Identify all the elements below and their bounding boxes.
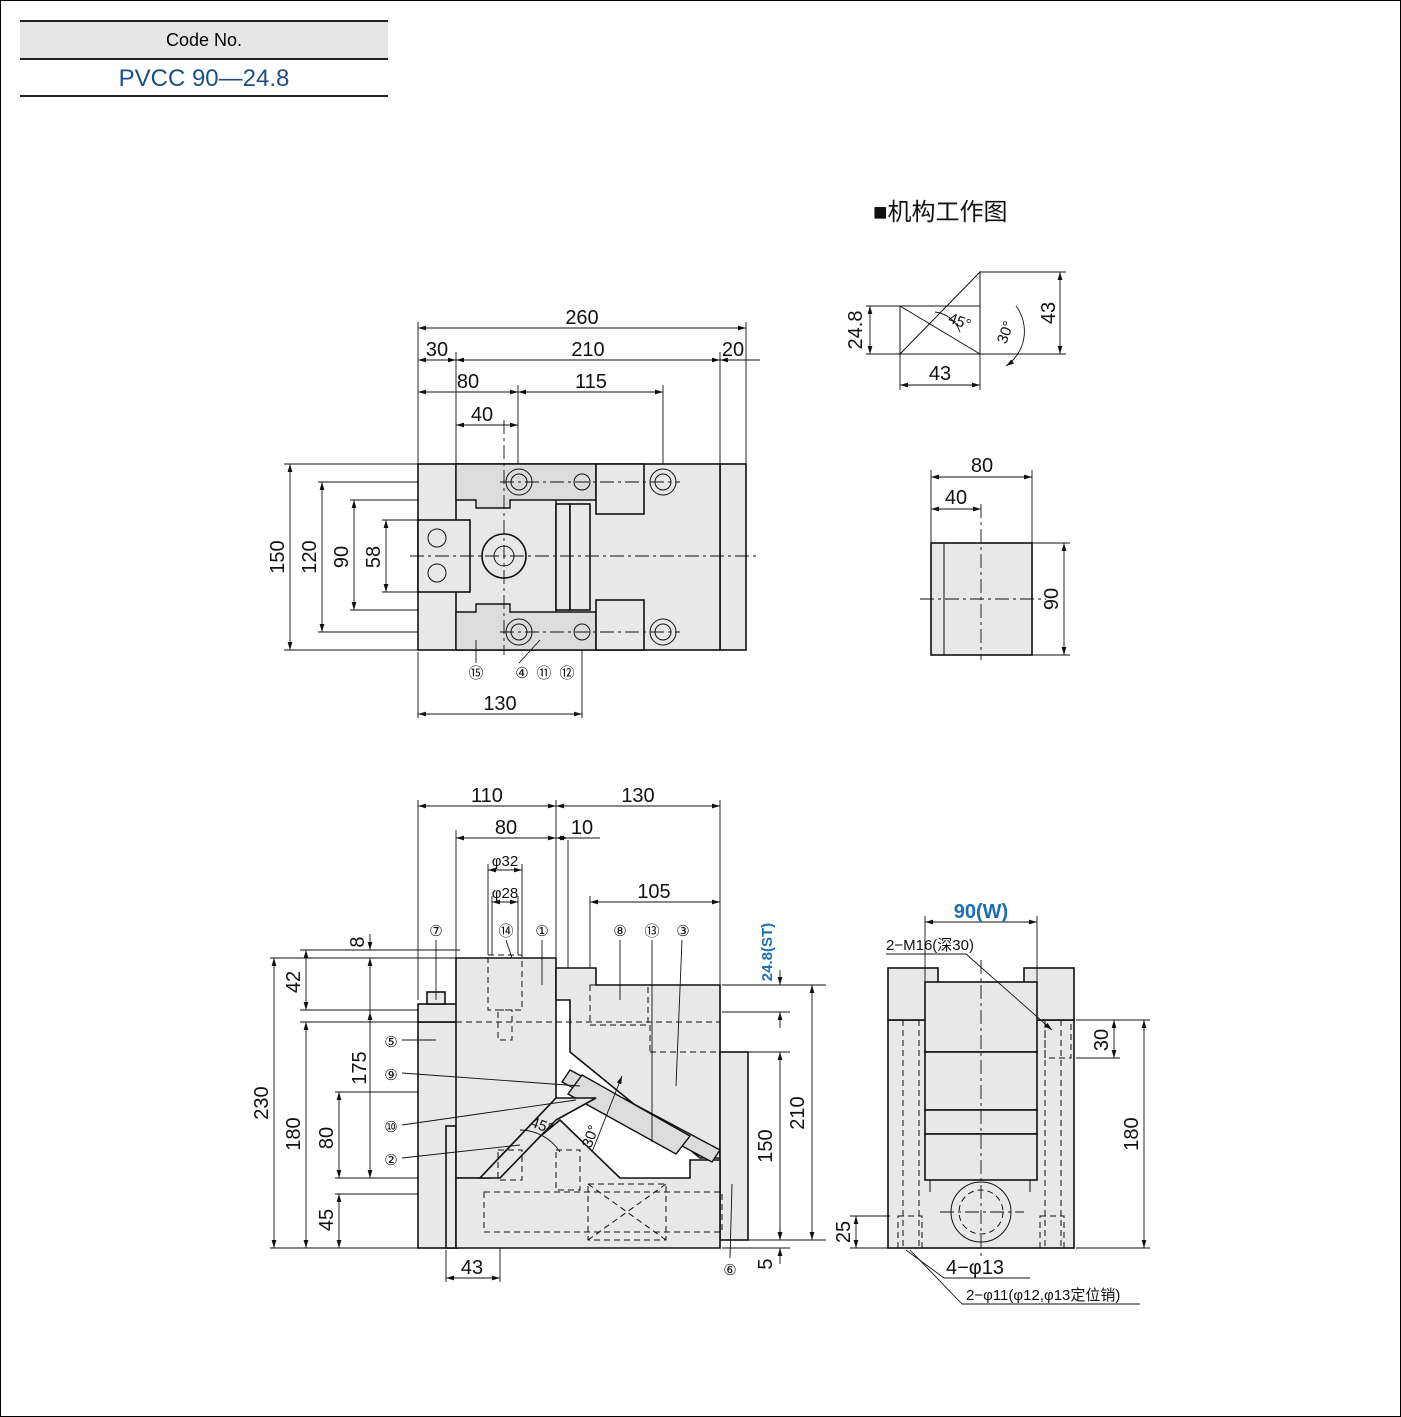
- fv-callout-7: ⑦: [429, 923, 442, 940]
- fv-callout-2: ②: [384, 1152, 397, 1169]
- fv-callout-8: ⑧: [613, 923, 626, 940]
- dim-120: 120: [299, 540, 321, 573]
- dim-90: 90: [331, 546, 353, 568]
- fv-callout-14: ⑭: [498, 923, 513, 940]
- code-number: PVCC 90—24.8: [20, 60, 388, 97]
- fv-dim-10: 10: [571, 817, 593, 839]
- fv-angle-45: 45°: [528, 1114, 555, 1138]
- callout-12: ⑫: [559, 665, 574, 682]
- holes-label: 4−φ13: [946, 1257, 1004, 1279]
- stroke-label: 24.8(ST): [759, 923, 776, 981]
- dim-20: 20: [722, 339, 744, 361]
- fv-dim-175: 175: [349, 1051, 371, 1084]
- dim-130: 130: [483, 693, 516, 715]
- fv-dim-80v: 80: [316, 1127, 338, 1149]
- side-width-label: 90(W): [954, 901, 1008, 923]
- mech-dim-43-v: 43: [1038, 302, 1060, 324]
- mech-dim-43-h: 43: [929, 363, 951, 385]
- side-view: 90(W) 2−M16(深30) 30 180 25 4−φ13 2−φ11(φ…: [833, 901, 1150, 1305]
- fv-angle-30: 30°: [579, 1123, 603, 1150]
- fv-callout-13: ⑬: [644, 923, 659, 940]
- fv-dim-80: 80: [495, 817, 517, 839]
- fv-callout-10: ⑩: [384, 1119, 397, 1136]
- fv-dim-45: 45: [316, 1209, 338, 1231]
- fv-dim-5: 5: [755, 1258, 777, 1269]
- front-view: 110 130 80 10 φ32 φ28 105 8 42 175 230 1…: [251, 785, 826, 1282]
- fv-dim-phi32: φ32: [492, 853, 518, 870]
- code-table: Code No. PVCC 90—24.8: [20, 20, 388, 97]
- fv-callout-9: ⑨: [384, 1067, 397, 1084]
- fv-dim-8: 8: [347, 936, 369, 947]
- mech-dim-24-8: 24.8: [845, 311, 867, 350]
- fv-dim-42: 42: [283, 971, 305, 993]
- callout-4: ④: [515, 665, 528, 682]
- callout-15: ⑮: [468, 665, 483, 682]
- fv-callout-1: ①: [535, 923, 548, 940]
- mechanism-diagram: 24.8 43 43 45° 30°: [845, 270, 1066, 390]
- fv-dim-210: 210: [787, 1096, 809, 1129]
- mech-angle-30: 30°: [994, 319, 1018, 346]
- fv-dim-phi28: φ28: [492, 885, 518, 902]
- fv-callout-3: ③: [676, 923, 689, 940]
- dim-260: 260: [565, 307, 598, 329]
- dim-30: 30: [426, 339, 448, 361]
- side-dim-25: 25: [833, 1221, 855, 1243]
- fv-dim-110: 110: [471, 785, 503, 807]
- slide-block-view: 80 40 90: [920, 455, 1070, 660]
- block-dim-80: 80: [971, 455, 993, 477]
- callout-11: ⑪: [536, 665, 551, 682]
- block-dim-90: 90: [1041, 588, 1063, 610]
- code-table-header: Code No.: [20, 20, 388, 60]
- side-dim-180: 180: [1121, 1117, 1143, 1150]
- fv-dim-130: 130: [621, 785, 654, 807]
- fv-dim-230: 230: [251, 1086, 273, 1119]
- fv-dim-105: 105: [637, 881, 670, 903]
- fv-dim-180: 180: [283, 1117, 305, 1150]
- mech-angle-45: 45°: [946, 310, 973, 334]
- top-view: 260 30 210 20 80 115 40 150 120 90 58 13…: [267, 307, 760, 718]
- dim-58: 58: [363, 546, 385, 568]
- pins-label: 2−φ11(φ12,φ13定位销): [966, 1287, 1120, 1304]
- fv-dim-43: 43: [461, 1257, 483, 1279]
- tap-label: 2−M16(深30): [886, 937, 974, 954]
- dim-115: 115: [575, 371, 607, 393]
- fv-callout-6: ⑥: [723, 1262, 736, 1279]
- dim-40: 40: [471, 404, 493, 426]
- fv-dim-150: 150: [755, 1129, 777, 1162]
- dim-210: 210: [571, 339, 604, 361]
- side-dim-30: 30: [1091, 1029, 1113, 1051]
- block-dim-40: 40: [945, 487, 967, 509]
- dim-150: 150: [267, 540, 289, 573]
- dim-80: 80: [457, 371, 479, 393]
- fv-callout-5: ⑤: [384, 1034, 397, 1051]
- section-title: ■机构工作图: [873, 199, 1008, 226]
